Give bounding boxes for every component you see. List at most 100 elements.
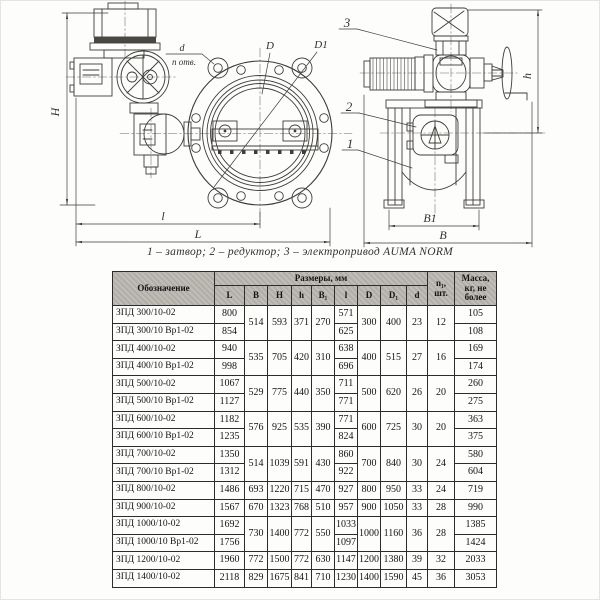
value-cell: 1067 bbox=[214, 375, 245, 394]
value-cell: 1500 bbox=[267, 551, 292, 570]
value-cell: 841 bbox=[291, 568, 312, 588]
gearbox-side bbox=[406, 114, 459, 164]
value-cell: 860 bbox=[334, 445, 358, 465]
value-cell: 771 bbox=[334, 392, 358, 412]
value-cell: 420 bbox=[291, 340, 312, 377]
value-cell: 24 bbox=[427, 445, 455, 482]
value-cell: 1127 bbox=[214, 392, 245, 412]
value-cell: 768 bbox=[291, 498, 312, 518]
value-cell: 550 bbox=[311, 516, 335, 553]
dim-h-label: h bbox=[520, 73, 534, 79]
value-cell: 270 bbox=[311, 304, 335, 342]
col-l: l bbox=[334, 285, 358, 306]
value-cell: 710 bbox=[311, 568, 335, 588]
value-cell: 1400 bbox=[267, 516, 292, 553]
value-cell: 16 bbox=[427, 340, 455, 377]
value-cell: 1590 bbox=[380, 568, 407, 588]
value-cell: 440 bbox=[291, 375, 312, 412]
value-cell: 1960 bbox=[214, 551, 245, 570]
dim-H-label: H bbox=[48, 106, 62, 117]
value-cell: 950 bbox=[380, 480, 407, 500]
designation-cell: ЗПД 600/10 Вр1-02 bbox=[112, 428, 215, 447]
holes-n-label: n отв. bbox=[172, 57, 196, 67]
value-cell: 1323 bbox=[267, 498, 292, 518]
value-cell: 775 bbox=[267, 375, 292, 412]
designation-cell: ЗПД 400/10-02 bbox=[112, 340, 215, 359]
side-dimensions bbox=[338, 9, 543, 248]
value-cell: 1039 bbox=[267, 445, 292, 482]
value-cell: 772 bbox=[291, 516, 312, 553]
value-cell: 32 bbox=[427, 551, 455, 570]
value-cell: 23 bbox=[406, 304, 428, 342]
value-cell: 1033 bbox=[334, 516, 358, 535]
front-dimensions bbox=[59, 12, 331, 247]
designation-cell: ЗПД 500/10 Вр1-02 bbox=[112, 392, 215, 412]
col-qty: n₁,шт. bbox=[427, 271, 455, 306]
value-cell: 105 bbox=[454, 305, 497, 324]
valve-body-front bbox=[187, 57, 333, 209]
value-cell: 957 bbox=[334, 498, 358, 518]
value-cell: 620 bbox=[380, 375, 407, 412]
value-cell: 1000 bbox=[357, 516, 381, 553]
value-cell: 529 bbox=[244, 375, 268, 412]
actuator-front bbox=[69, 2, 201, 175]
valve-body-side bbox=[383, 99, 485, 209]
value-cell: 1424 bbox=[454, 533, 497, 553]
designation-cell: ЗПД 300/10-02 bbox=[112, 305, 215, 324]
value-cell: 693 bbox=[244, 480, 268, 500]
value-cell: 1147 bbox=[334, 551, 358, 570]
value-cell: 571 bbox=[334, 305, 358, 324]
value-cell: 1312 bbox=[214, 463, 245, 482]
col-H: H bbox=[267, 285, 292, 306]
col-B: B bbox=[244, 285, 268, 306]
value-cell: 169 bbox=[454, 340, 497, 359]
value-cell: 925 bbox=[267, 410, 292, 447]
handwheel-side bbox=[469, 46, 528, 101]
value-cell: 28 bbox=[427, 516, 455, 553]
value-cell: 39 bbox=[406, 551, 428, 570]
value-cell: 2033 bbox=[454, 551, 497, 570]
value-cell: 591 bbox=[291, 445, 312, 482]
dim-B1-label: B1 bbox=[423, 211, 436, 225]
value-cell: 1097 bbox=[334, 533, 358, 553]
value-cell: 1756 bbox=[214, 533, 245, 553]
value-cell: 1350 bbox=[214, 445, 245, 465]
col-group-dimensions: Размеры, мм bbox=[214, 271, 428, 286]
value-cell: 940 bbox=[214, 340, 245, 359]
value-cell: 824 bbox=[334, 428, 358, 447]
value-cell: 600 bbox=[357, 410, 381, 447]
item-2-label: 2 bbox=[346, 99, 353, 114]
value-cell: 593 bbox=[267, 304, 292, 342]
value-cell: 715 bbox=[291, 480, 312, 500]
value-cell: 1567 bbox=[214, 498, 245, 518]
bolt-holes bbox=[191, 63, 329, 203]
designation-cell: ЗПД 1400/10-02 bbox=[112, 568, 215, 588]
value-cell: 108 bbox=[454, 322, 497, 342]
value-cell: 772 bbox=[291, 551, 312, 570]
value-cell: 174 bbox=[454, 357, 497, 377]
value-cell: 630 bbox=[311, 551, 335, 570]
value-cell: 514 bbox=[244, 304, 268, 342]
dim-L-label: L bbox=[194, 227, 202, 241]
value-cell: 535 bbox=[291, 410, 312, 447]
value-cell: 310 bbox=[311, 340, 335, 377]
gearbox-front bbox=[129, 102, 201, 175]
value-cell: 430 bbox=[311, 445, 335, 482]
value-cell: 1380 bbox=[380, 551, 407, 570]
designation-cell: ЗПД 700/10 Вр1-02 bbox=[112, 463, 215, 482]
value-cell: 1160 bbox=[380, 516, 407, 553]
value-cell: 990 bbox=[454, 498, 497, 518]
value-cell: 840 bbox=[380, 445, 407, 482]
value-cell: 1385 bbox=[454, 516, 497, 535]
designation-cell: ЗПД 1000/10 Вр1-02 bbox=[112, 533, 215, 553]
value-cell: 535 bbox=[244, 340, 268, 377]
value-cell: 1200 bbox=[357, 551, 381, 570]
value-cell: 28 bbox=[427, 498, 455, 518]
